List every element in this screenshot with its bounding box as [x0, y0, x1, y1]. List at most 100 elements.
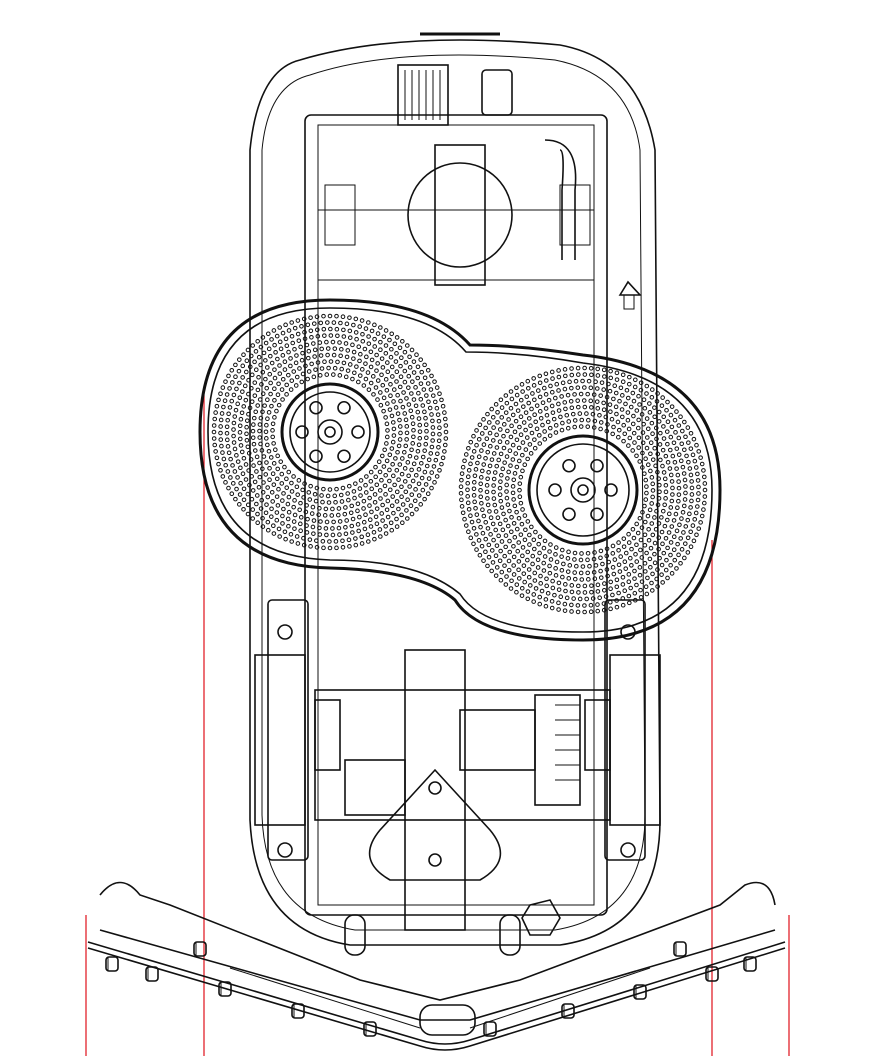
bristle-tuft	[437, 425, 442, 430]
bristle-tuft	[314, 544, 320, 550]
bristle-tuft	[643, 477, 649, 483]
bristle-tuft	[563, 588, 568, 594]
bristle-tuft	[564, 412, 570, 418]
bristle-tuft	[642, 471, 647, 476]
bristle-tuft	[620, 596, 626, 601]
bristle-tuft	[606, 559, 612, 565]
bristle-tuft	[465, 494, 470, 499]
bristle-tuft	[440, 455, 446, 461]
bristle-tuft	[529, 406, 534, 412]
bristle-tuft	[258, 415, 264, 421]
bristle-tuft	[413, 487, 418, 492]
bristle-tuft	[244, 418, 250, 423]
bristle-tuft	[524, 394, 530, 399]
bristle-tuft	[315, 333, 321, 339]
bristle-tuft	[652, 405, 657, 410]
bristle-tuft	[533, 529, 538, 535]
bristle-tuft	[682, 447, 687, 453]
bristle-tuft	[334, 486, 339, 492]
bristle-tuft	[294, 534, 300, 539]
bristle-tuft	[341, 327, 346, 333]
bristle-tuft	[614, 598, 619, 603]
bristle-tuft	[256, 484, 262, 490]
bristle-tuft	[279, 387, 285, 392]
bristle-tuft	[394, 516, 399, 522]
bristle-tuft	[525, 596, 531, 602]
bristle-tuft	[680, 509, 686, 515]
squeegee-knob[interactable]	[193, 941, 207, 957]
bristle-tuft	[237, 395, 243, 400]
bristle-tuft	[487, 509, 492, 514]
bristle-tuft	[508, 434, 514, 440]
bristle-tuft	[626, 579, 632, 585]
hub-bolt	[351, 425, 365, 439]
bristle-tuft	[631, 413, 636, 419]
bristle-tuft	[350, 516, 356, 522]
bristle-tuft	[374, 352, 379, 358]
bristle-tuft	[620, 574, 626, 580]
bristle-tuft	[516, 567, 521, 573]
squeegee-knob[interactable]	[743, 956, 757, 972]
bristle-tuft	[424, 428, 429, 434]
bristle-tuft	[410, 441, 416, 446]
bristle-tuft	[300, 350, 305, 356]
bristle-tuft	[397, 424, 403, 429]
bristle-tuft	[406, 373, 412, 379]
bristle-tuft	[337, 519, 343, 524]
hub-bolt	[604, 483, 618, 497]
bristle-tuft	[589, 405, 594, 410]
bristle-tuft	[514, 526, 520, 532]
bristle-tuft	[274, 333, 280, 339]
bristle-tuft	[265, 416, 270, 421]
bristle-tuft	[436, 418, 442, 424]
squeegee-knob[interactable]	[363, 1021, 377, 1037]
bristle-tuft	[337, 373, 343, 378]
squeegee-knob[interactable]	[218, 981, 232, 997]
bristle-tuft	[656, 496, 662, 501]
bristle-tuft	[630, 526, 636, 532]
bristle-tuft	[525, 589, 531, 594]
bristle-tuft	[433, 457, 439, 463]
bristle-tuft	[326, 365, 331, 371]
squeegee-knob[interactable]	[673, 941, 687, 957]
squeegee-knob[interactable]	[105, 956, 119, 972]
bristle-tuft	[688, 431, 694, 436]
bristle-tuft	[347, 335, 353, 340]
bristle-tuft	[382, 483, 388, 489]
squeegee-knob[interactable]	[561, 1003, 575, 1019]
bristle-tuft	[498, 451, 504, 457]
bristle-tuft	[530, 561, 535, 567]
bristle-tuft	[630, 421, 636, 427]
bristle-tuft	[264, 422, 269, 428]
bristle-tuft	[389, 446, 395, 451]
bristle-tuft	[432, 480, 437, 485]
bristle-tuft	[514, 582, 520, 587]
bristle-tuft	[459, 504, 465, 509]
bristle-tuft	[606, 381, 611, 387]
squeegee-knob[interactable]	[705, 966, 719, 982]
squeegee-knob[interactable]	[145, 966, 159, 982]
bristle-tuft	[649, 501, 654, 506]
bristle-tuft	[387, 478, 392, 484]
squeegee-knob[interactable]	[483, 1021, 497, 1037]
bristle-tuft	[659, 572, 664, 577]
bristle-tuft	[637, 515, 643, 521]
bristle-tuft	[404, 396, 409, 401]
bristle-tuft	[665, 459, 671, 465]
bristle-tuft	[366, 387, 372, 392]
bristle-tuft	[652, 560, 658, 566]
squeegee-knob[interactable]	[633, 984, 647, 1000]
bristle-tuft	[492, 502, 498, 508]
bristle-tuft	[634, 521, 639, 527]
bristle-tuft	[354, 364, 359, 369]
bristle-tuft	[639, 579, 645, 584]
bristle-tuft	[263, 376, 268, 382]
bristle-tuft	[655, 469, 660, 475]
bristle-tuft	[237, 502, 242, 507]
bristle-tuft	[642, 503, 647, 509]
bristle-tuft	[591, 425, 597, 430]
bristle-tuft	[491, 483, 496, 488]
bristle-tuft	[553, 545, 559, 550]
squeegee-knob[interactable]	[291, 1003, 305, 1019]
bristle-tuft	[392, 482, 397, 488]
